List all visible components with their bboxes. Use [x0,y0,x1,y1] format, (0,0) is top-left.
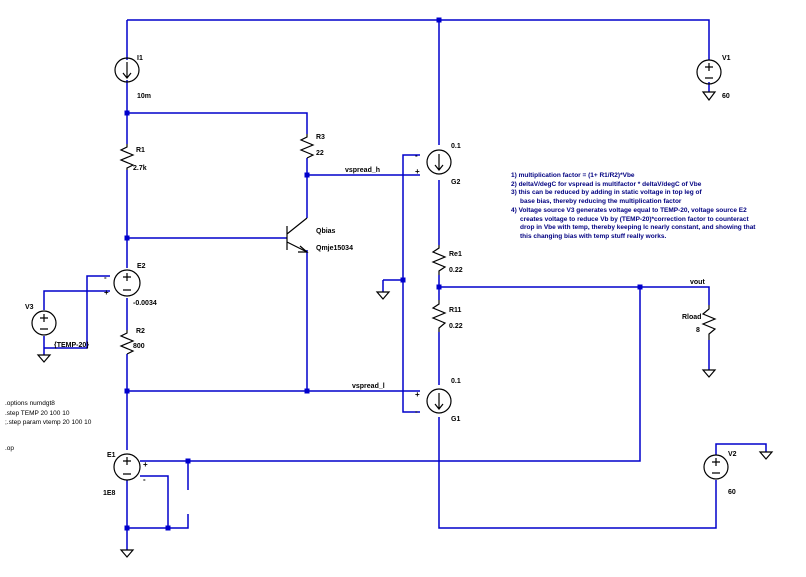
e1-plus: + [143,460,148,469]
g2-plus: + [415,167,420,176]
r11-value: 0.22 [449,323,463,330]
resistor-re1[interactable] [431,245,447,275]
voltage-source-v3[interactable] [31,310,57,336]
resistor-r11[interactable] [431,300,447,332]
design-notes: 1) multiplication factor = (1+ R1/R2)*Vb… [511,172,756,240]
note-line: 1) multiplication factor = (1+ R1/R2)*Vb… [511,172,635,179]
vccs-g2[interactable] [426,149,452,175]
directive-line: .options numdgt8 [5,400,55,407]
voltage-source-v1[interactable] [696,59,722,85]
g1-plus: + [415,390,420,399]
e2-plus: + [104,288,109,297]
g2-name: G2 [451,179,460,186]
wires [43,19,767,550]
ground-icon [701,369,717,378]
rload-value: 8 [696,327,700,334]
r11-name: R11 [449,307,462,314]
g1-name: G1 [451,416,460,423]
re1-value: 0.22 [449,267,463,274]
v3-name: V3 [25,304,34,311]
ground-icon [119,549,135,558]
ground-icon [375,291,391,300]
i1-value: 10m [137,93,151,100]
ground-icon [36,354,52,363]
v2-value: 60 [728,489,736,496]
e2-minus: - [104,273,107,282]
i1-name: I1 [137,55,143,62]
net-label-vspread-l: vspread_l [352,383,385,390]
directive-line: .step TEMP 20 100 10 [5,410,70,417]
ground-icon [758,451,774,460]
e1-value: 1E8 [103,490,116,497]
e1-name: E1 [107,452,116,459]
note-line: 4) Voltage source V3 generates voltage e… [511,207,747,214]
voltage-source-v2[interactable] [703,454,729,480]
ground-symbols [36,91,774,558]
r2-value: 800 [133,343,145,350]
vcvs-e1[interactable] [113,453,141,481]
r3-value: 22 [316,150,324,157]
e1-minus: - [143,475,146,484]
e2-name: E2 [137,263,146,270]
current-source-i1[interactable] [114,57,140,83]
resistor-r2[interactable] [119,330,135,355]
resistor-r3[interactable] [299,134,315,159]
g2-value: 0.1 [451,143,461,150]
net-label-vspread-h: vspread_h [345,167,380,174]
e2-value: -0.0034 [133,300,157,307]
g1-minus: - [415,407,418,416]
qbias-model: Qmje15034 [316,245,353,252]
v1-name: V1 [722,55,731,62]
note-line: 3) this can be reduced by adding in stat… [511,189,703,196]
net-label-vout: vout [690,279,705,286]
v3-value: {TEMP-20} [54,342,89,349]
resistor-r1[interactable] [119,144,135,170]
g1-value: 0.1 [451,378,461,385]
directive-line: ;.step param vtemp 20 100 10 [5,419,92,426]
r3-name: R3 [316,134,325,141]
note-line: 2) deltaV/degC for vspread is multifacto… [511,181,702,188]
vcvs-e2[interactable] [113,269,141,297]
note-line: base bias, thereby reducing the multipli… [520,198,682,205]
r1-value: 2.7k [133,165,147,172]
note-line: creates voltage to reduce Vb by (TEMP-20… [520,216,749,223]
vccs-g1[interactable] [426,388,452,414]
r1-name: R1 [136,147,145,154]
note-line: this changing bias with temp stuff reall… [520,233,666,240]
v2-name: V2 [728,451,737,458]
v1-value: 60 [722,93,730,100]
note-line: drop in Vbe with temp, thereby keeping I… [520,224,756,231]
transistor-qbias[interactable] [286,217,309,253]
spice-directives: .options numdgt8 .step TEMP 20 100 10 ;.… [5,400,92,452]
resistor-rload[interactable] [701,305,717,340]
junction-dots [124,17,643,531]
g2-minus: - [415,151,418,160]
re1-name: Re1 [449,251,462,258]
r2-name: R2 [136,328,145,335]
directive-line: .op [5,445,14,452]
ground-icon [701,91,717,101]
rload-name: Rload [682,314,701,321]
qbias-name: Qbias [316,228,336,235]
